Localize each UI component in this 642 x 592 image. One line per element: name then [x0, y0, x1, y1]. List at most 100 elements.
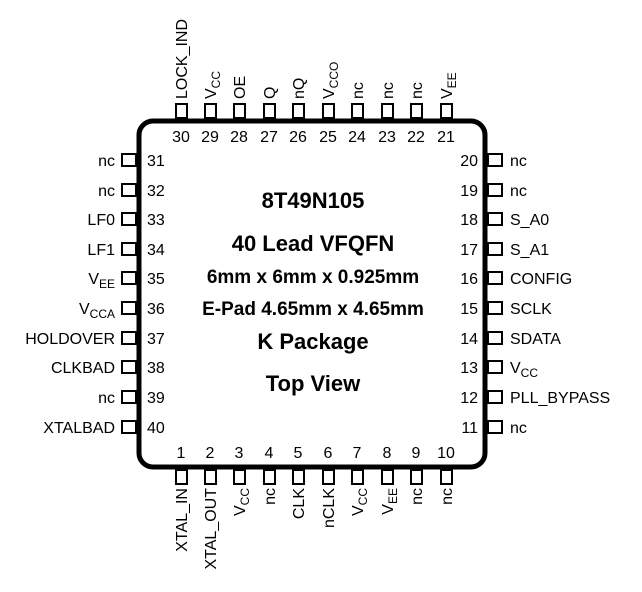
- pin-number-37: 37: [147, 331, 165, 348]
- pin-pad-15: [487, 301, 503, 315]
- pin-pad-6: [322, 469, 335, 485]
- pin-number-13: 13: [460, 360, 478, 377]
- pin-label-39: nc: [98, 390, 115, 407]
- pin-label-31: nc: [98, 153, 115, 170]
- pin-label-1: XTAL_IN: [174, 488, 191, 552]
- pin-number-27: 27: [260, 129, 278, 146]
- pin-label-26: nQ: [291, 78, 308, 99]
- lead-count: 40 Lead VFQFN: [232, 231, 395, 256]
- pin-label-17: S_A1: [510, 242, 549, 259]
- pin-pad-27: [263, 103, 276, 119]
- pin-number-7: 7: [353, 445, 362, 462]
- pin-number-31: 31: [147, 153, 165, 170]
- pin-label-11: nc: [510, 420, 527, 437]
- pin-label-37: HOLDOVER: [25, 331, 115, 348]
- pin-pad-9: [410, 469, 423, 485]
- pin-label-18: S_A0: [510, 212, 549, 229]
- pin-pad-37: [121, 331, 137, 345]
- pin-number-24: 24: [348, 129, 366, 146]
- pin-pad-38: [121, 360, 137, 374]
- pin-number-20: 20: [460, 153, 478, 170]
- pin-number-21: 21: [437, 129, 455, 146]
- pin-pad-18: [487, 212, 503, 226]
- pin-number-4: 4: [265, 445, 274, 462]
- pin-label-7: VCC: [350, 488, 370, 516]
- pin-pad-40: [121, 420, 137, 434]
- pin-label-3: VCC: [232, 488, 252, 516]
- pin-pad-22: [410, 103, 423, 119]
- pin-pad-36: [121, 301, 137, 315]
- pin-label-12: PLL_BYPASS: [510, 390, 610, 407]
- pin-label-32: nc: [98, 183, 115, 200]
- pin-number-16: 16: [460, 271, 478, 288]
- pin-number-3: 3: [235, 445, 244, 462]
- pin-pad-11: [487, 420, 503, 434]
- pin-number-9: 9: [412, 445, 421, 462]
- pin-label-30: LOCK_IND: [174, 19, 191, 99]
- pin-label-10: nc: [439, 488, 456, 505]
- pin-pad-19: [487, 183, 503, 197]
- pin-number-33: 33: [147, 212, 165, 229]
- pin-pad-33: [121, 212, 137, 226]
- pin-label-16: CONFIG: [510, 271, 572, 288]
- pin-number-22: 22: [407, 129, 425, 146]
- pin-pad-23: [381, 103, 394, 119]
- pin-pad-25: [322, 103, 335, 119]
- pin-number-34: 34: [147, 242, 165, 259]
- body-size: 6mm x 6mm x 0.925mm: [207, 267, 419, 288]
- pin-label-40: XTALBAD: [43, 420, 115, 437]
- pin-number-35: 35: [147, 271, 165, 288]
- pin-pad-32: [121, 183, 137, 197]
- pin-number-25: 25: [319, 129, 337, 146]
- pin-label-25: VCCO: [321, 62, 341, 99]
- pin-pad-28: [233, 103, 246, 119]
- pin-pad-34: [121, 242, 137, 256]
- pin-number-12: 12: [460, 390, 478, 407]
- pin-label-35: VEE: [88, 271, 115, 291]
- pin-label-23: nc: [380, 82, 397, 99]
- pin-label-15: SCLK: [510, 301, 552, 318]
- pins-layer: 1XTAL_IN2XTAL_OUT3VCC4nc5CLK6nCLK7VCC8VE…: [25, 19, 610, 570]
- pin-number-30: 30: [172, 129, 190, 146]
- pin-pad-3: [233, 469, 246, 485]
- pin-pad-13: [487, 360, 503, 374]
- pin-number-36: 36: [147, 301, 165, 318]
- pin-label-4: nc: [262, 488, 279, 505]
- pin-pad-8: [381, 469, 394, 485]
- pin-number-28: 28: [230, 129, 248, 146]
- pin-number-19: 19: [460, 183, 478, 200]
- pin-pad-5: [292, 469, 305, 485]
- view-label: Top View: [266, 371, 361, 396]
- pin-pad-26: [292, 103, 305, 119]
- pin-number-26: 26: [289, 129, 307, 146]
- pin-label-29: VCC: [203, 71, 223, 99]
- pin-number-29: 29: [201, 129, 219, 146]
- package-body: [136, 118, 488, 470]
- pin-number-6: 6: [324, 445, 333, 462]
- pin-label-6: nCLK: [321, 488, 338, 528]
- pin-number-5: 5: [294, 445, 303, 462]
- pin-label-36: VCCA: [79, 301, 115, 321]
- pin-number-1: 1: [177, 445, 186, 462]
- epad-size: E-Pad 4.65mm x 4.65mm: [202, 299, 424, 320]
- pin-pad-16: [487, 271, 503, 285]
- pin-number-8: 8: [383, 445, 392, 462]
- pin-pad-35: [121, 271, 137, 285]
- pin-pad-1: [175, 469, 188, 485]
- pin-label-13: VCC: [510, 360, 538, 380]
- pin-label-27: Q: [262, 87, 279, 99]
- pin-label-20: nc: [510, 153, 527, 170]
- pin-number-39: 39: [147, 390, 165, 407]
- pin-number-17: 17: [460, 242, 478, 259]
- pin-number-32: 32: [147, 183, 165, 200]
- pin-label-34: LF1: [87, 242, 115, 259]
- pin-pad-4: [263, 469, 276, 485]
- pin-number-23: 23: [378, 129, 396, 146]
- pin-pad-20: [487, 153, 503, 167]
- pin-pad-7: [351, 469, 364, 485]
- pin-pad-10: [440, 469, 453, 485]
- pin-number-11: 11: [461, 420, 478, 437]
- pin-label-2: XTAL_OUT: [203, 488, 220, 570]
- pin-label-28: OE: [232, 76, 249, 99]
